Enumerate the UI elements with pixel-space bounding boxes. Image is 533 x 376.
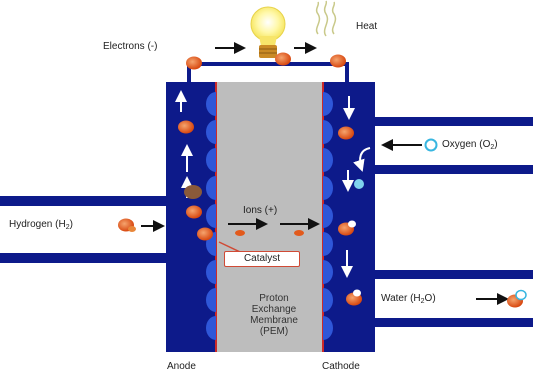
hydrogen-label: Hydrogen (H2) [9,219,73,231]
external-circuit [187,62,349,82]
electron-wire-mid [275,52,291,66]
oxygen-molecule-icon [424,138,438,152]
light-bulb-icon [250,6,286,58]
hydrogen-inlet-pipe [0,196,172,263]
cathode-flow-arrows [341,96,355,278]
proton-exchange-membrane [217,82,322,352]
water-label: Water (H2O) [381,293,436,305]
cathode-label: Cathode [322,361,360,372]
water-molecule-icon [507,289,527,308]
heat-icon [315,0,337,37]
cathode-electrons [338,126,364,306]
ion-particles [235,230,304,236]
ions-label: Ions (+) [243,205,278,216]
catalyst-label: Catalyst [224,251,300,267]
electrons-label: Electrons (-) [103,41,158,52]
oxygen-entry-curve-arrow [353,147,371,172]
anode-electrons [178,120,213,241]
oxygen-label: Oxygen (O2) [442,139,498,151]
anode-label: Anode [167,361,196,372]
anode-catalyst-particles [206,92,216,340]
hydrogen-molecule-icon [118,218,136,232]
heat-label: Heat [356,21,378,32]
cathode-catalyst-particles [323,92,333,340]
electron-wire-left [186,56,202,70]
pem-label: Proton Exchange Membrane (PEM) [250,293,298,337]
electron-wire-right [330,54,346,68]
